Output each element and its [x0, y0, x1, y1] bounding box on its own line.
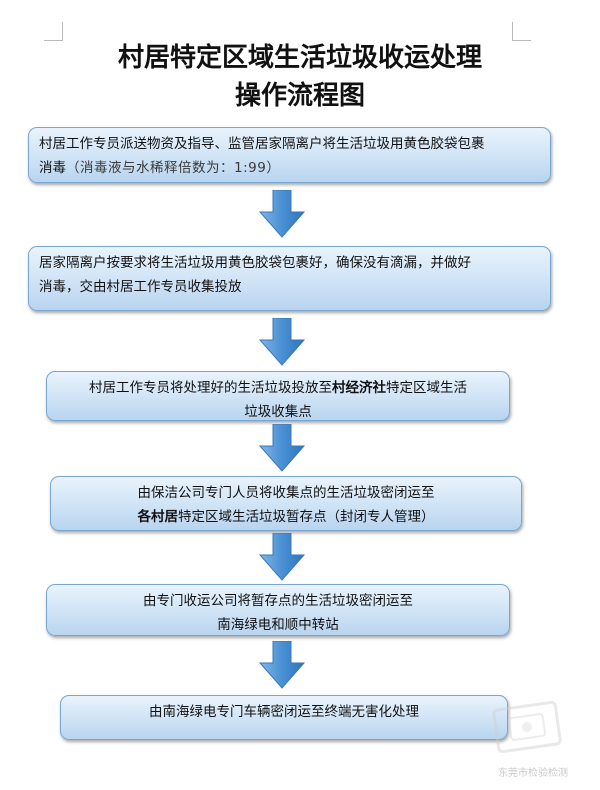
- flow-step-5: 由专门收运公司将暂存点的生活垃圾密闭运至 南海绿电和顺中转站: [46, 584, 510, 636]
- step-text: 南海绿电和顺中转站: [217, 617, 339, 633]
- step-text: 特定区域生活: [386, 380, 467, 396]
- down-arrow-icon: [258, 318, 306, 366]
- step-text: 消毒: [39, 160, 66, 176]
- flow-step-3: 村居工作专员将处理好的生活垃圾投放至村经济社特定区域生活 垃圾收集点: [46, 371, 510, 421]
- flow-step-1: 村居工作专员派送物资及指导、监管居家隔离户将生活垃圾用黄色胶袋包裹 消毒（消毒液…: [28, 127, 551, 183]
- watermark-text: 东莞市检验检测: [498, 768, 568, 779]
- down-arrow-icon: [258, 424, 306, 472]
- each-village-highlight: 各村居: [137, 509, 179, 525]
- diagram-title: 村居特定区域生活垃圾收运处理: [117, 43, 482, 73]
- dilution-note: （消毒液与水稀释倍数为：1:99）: [66, 160, 281, 176]
- stamp-icon: [492, 700, 562, 754]
- page-corner-mark: [44, 22, 63, 41]
- flow-step-6: 由南海绿电专门车辆密闭运至终端无害化处理: [60, 695, 508, 740]
- step-text: 村居工作专员将处理好的生活垃圾投放至: [89, 380, 332, 396]
- step-text: 特定区域生活垃圾暂存点（封闭专人管理）: [178, 509, 435, 525]
- village-collective-highlight: 村经济社: [332, 380, 386, 396]
- step-text: 消毒（消毒液与水稀释倍数为：1:99）: [39, 156, 540, 180]
- step-text: 村居工作专员将处理好的生活垃圾投放至村经济社特定区域生活: [47, 376, 509, 400]
- step-text: 村居工作专员派送物资及指导、监管居家隔离户将生活垃圾用黄色胶袋包裹: [39, 136, 485, 152]
- step-text: 由南海绿电专门车辆密闭运至终端无害化处理: [149, 704, 419, 720]
- down-arrow-icon: [258, 190, 306, 238]
- flow-step-2: 居家隔离户按要求将生活垃圾用黄色胶袋包裹好，确保没有滴漏，并做好 消毒，交由村居…: [28, 246, 551, 311]
- step-text: 各村居特定区域生活垃圾暂存点（封闭专人管理）: [51, 505, 521, 529]
- step-text: 消毒，交由村居工作专员收集投放: [39, 279, 242, 295]
- step-text: 居家隔离户按要求将生活垃圾用黄色胶袋包裹好，确保没有滴漏，并做好: [39, 255, 471, 271]
- page-corner-mark: [512, 22, 531, 41]
- down-arrow-icon: [258, 533, 306, 581]
- diagram-subtitle: 操作流程图: [234, 81, 365, 111]
- step-text: 由保洁公司专门人员将收集点的生活垃圾密闭运至: [137, 485, 435, 501]
- flow-step-4: 由保洁公司专门人员将收集点的生活垃圾密闭运至 各村居特定区域生活垃圾暂存点（封闭…: [50, 476, 522, 531]
- down-arrow-icon: [258, 641, 306, 689]
- step-text: 垃圾收集点: [244, 404, 312, 420]
- step-text: 由专门收运公司将暂存点的生活垃圾密闭运至: [143, 593, 413, 609]
